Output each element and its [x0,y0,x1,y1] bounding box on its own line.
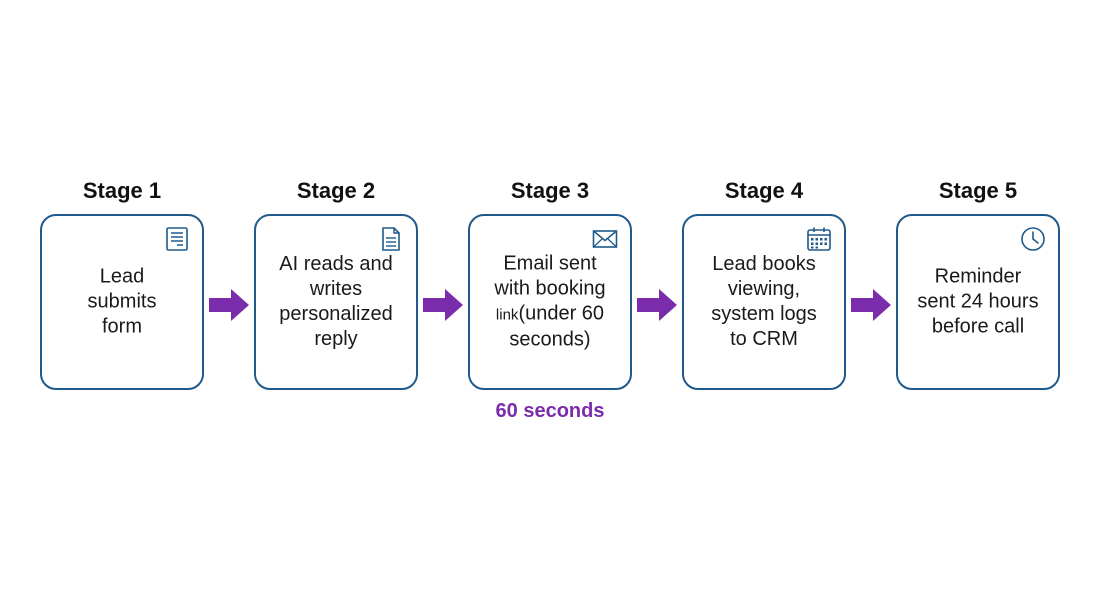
stage-4-text: Lead books viewing, system logs to CRM [711,253,817,350]
stage-3-text: Email sent with booking link(under 60 se… [476,252,624,353]
stage-1-box: Lead submits form [40,214,204,390]
stage-4: Stage 4 Lead books viewing, system logs … [682,178,846,390]
arrow-right-icon [423,289,463,321]
stage-5-box: Reminder sent 24 hours before call [896,214,1060,390]
stage-2-text: AI reads and writes personalized reply [279,253,393,350]
stage-2-title: Stage 2 [296,178,376,203]
stage-4-box: Lead books viewing, system logs to CRM [682,214,846,390]
stage-5-text: Reminder sent 24 hours before call [917,265,1039,338]
stage-3-text-main: Email sent with booking [494,252,606,300]
arrow-right-icon [851,289,891,321]
stage-3-text-small: link [495,306,519,324]
stage-1-text: Lead submits form [87,265,157,338]
clock-icon [1021,227,1045,251]
arrow-right-icon [209,289,249,321]
stage-3-text-rest: (under 60 seconds) [509,302,605,351]
stage-2: Stage 2 AI reads and writes personalized… [254,178,418,390]
stage-3: Stage 3 Email sent with booking link(und… [468,178,632,390]
stage-4-title: Stage 4 [724,178,804,203]
calendar-icon [807,227,831,251]
stage-1-title: Stage 1 [82,178,162,203]
stage-3-box: Email sent with booking link(under 60 se… [468,214,632,390]
stage-5-title: Stage 5 [938,178,1018,203]
stage-1: Stage 1 Lead submits form [40,178,204,390]
stage-3-title: Stage 3 [510,178,590,203]
stage-3-timing-note: 60 seconds [495,400,605,422]
stage-2-box: AI reads and writes personalized reply [254,214,418,390]
envelope-icon [592,230,618,248]
arrow-right-icon [637,289,677,321]
stage-5: Stage 5 Reminder sent 24 hours before ca… [896,178,1060,390]
document-icon [382,227,400,251]
form-document-icon [166,227,188,251]
